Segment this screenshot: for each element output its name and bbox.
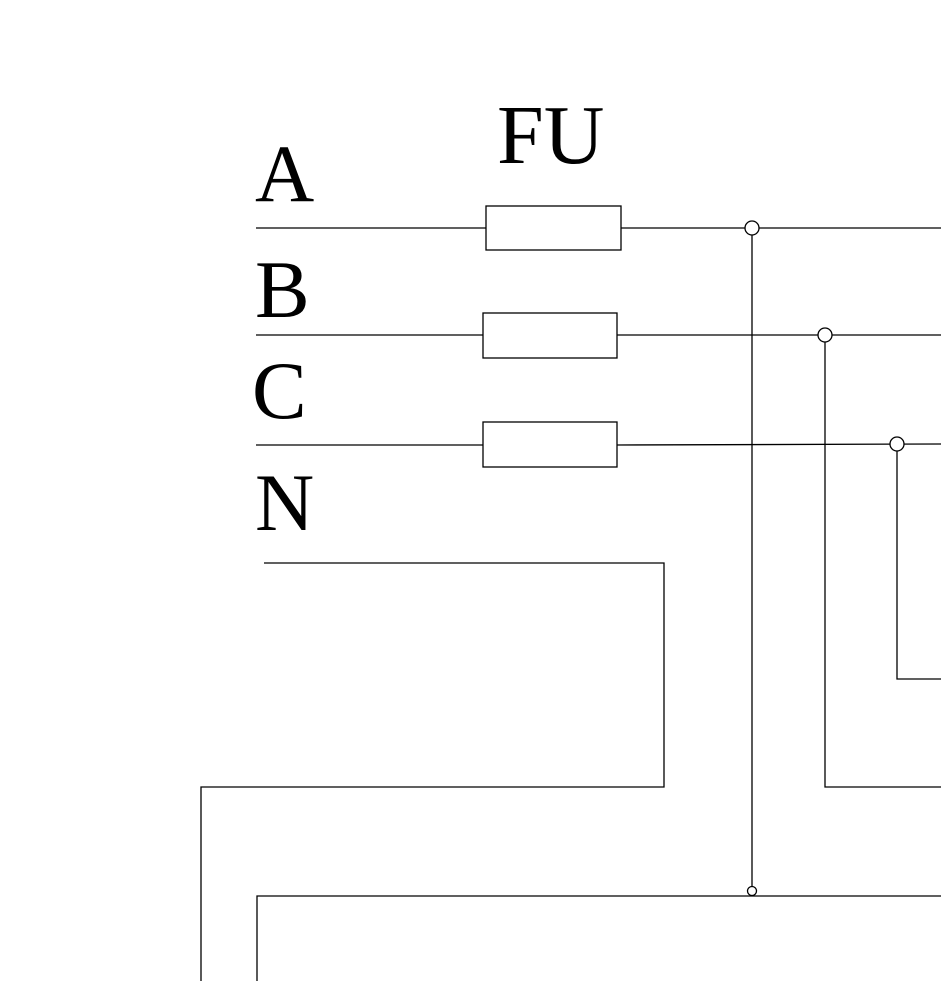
junction-c	[889, 436, 905, 452]
phase-label-c: C	[252, 345, 307, 436]
fuse-b	[482, 312, 618, 359]
junction-a	[744, 220, 760, 236]
junction-bottom	[746, 885, 758, 897]
junction-b	[817, 327, 833, 343]
phase-c-tap	[896, 444, 941, 680]
fuse-c	[482, 421, 618, 468]
bottom-bus-line	[256, 895, 941, 981]
fuse-a	[485, 205, 622, 251]
phase-label-a: A	[255, 128, 315, 219]
neutral-line	[200, 562, 665, 981]
phase-label-b: B	[255, 244, 310, 335]
phase-label-n: N	[255, 457, 315, 548]
phase-b-tap	[824, 335, 941, 788]
fuse-label: FU	[497, 89, 605, 182]
phase-c-line-right	[616, 443, 941, 446]
